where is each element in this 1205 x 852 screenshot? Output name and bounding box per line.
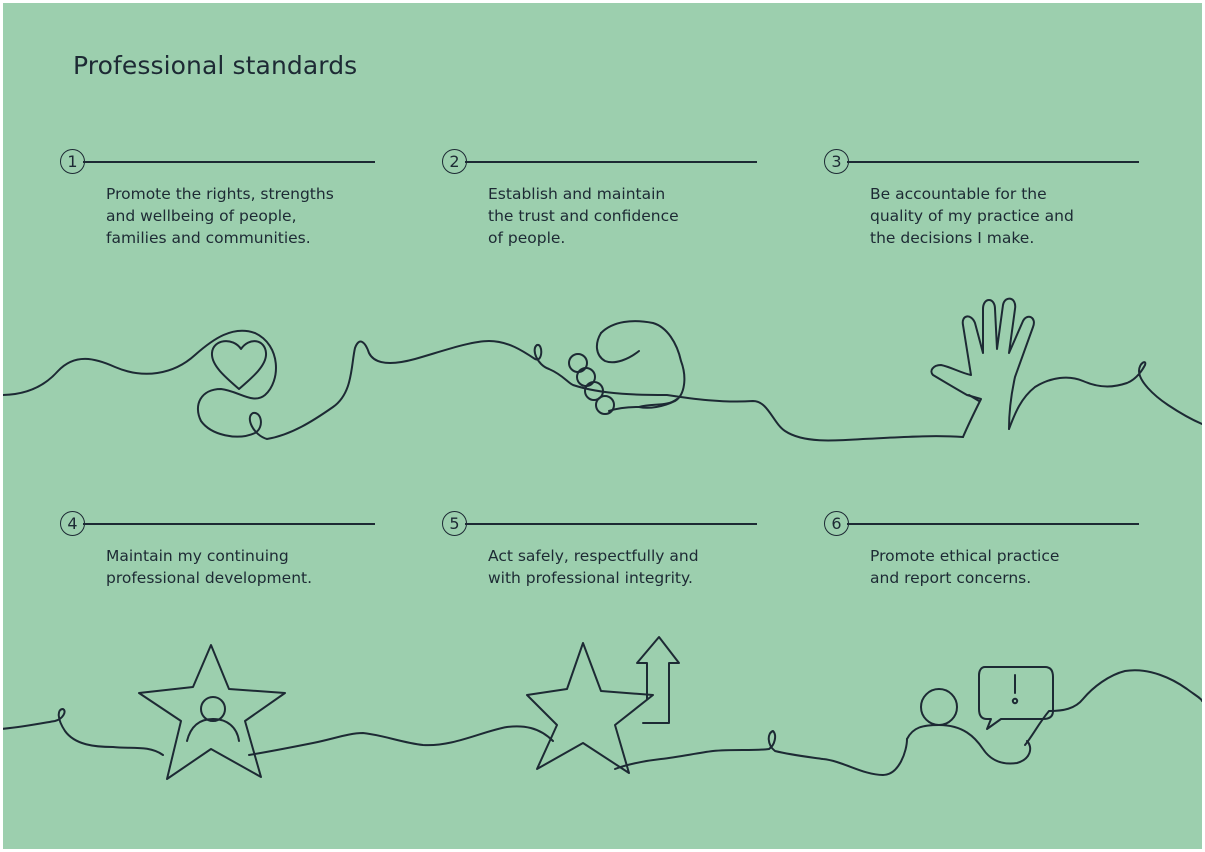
person-alert-speech-icon	[906, 666, 1054, 765]
standard-1: 1 Promote the rights, strengths and well…	[60, 149, 380, 259]
divider-line	[847, 523, 1139, 525]
divider-line	[465, 523, 757, 525]
divider-line	[83, 161, 375, 163]
standard-3: 3 Be accountable for the quality of my p…	[824, 149, 1144, 259]
standard-4-text: Maintain my continuing professional deve…	[106, 547, 313, 587]
professional-standards-poster: Professional standards 1 Promote the rig…	[3, 3, 1202, 849]
standard-6: 6 Promote ethical practice and report co…	[824, 511, 1144, 621]
heart-icon	[210, 340, 268, 390]
star-person-icon	[138, 644, 286, 780]
divider-line	[847, 161, 1139, 163]
star-arrow-icon	[526, 636, 680, 774]
bottom-wave-line	[3, 669, 1202, 776]
standard-2-text: Establish and maintain the trust and con…	[488, 185, 679, 247]
line-art-illustration	[3, 297, 1202, 780]
divider-line	[465, 161, 757, 163]
page-title: Professional standards	[73, 51, 358, 80]
standard-1-text: Promote the rights, strengths and wellbe…	[106, 185, 334, 247]
standard-5-text: Act safely, respectfully and with profes…	[488, 547, 699, 587]
divider-line	[83, 523, 375, 525]
top-wave-line	[3, 329, 1202, 442]
standard-2: 2 Establish and maintain the trust and c…	[442, 149, 762, 259]
standard-6-text: Promote ethical practice and report conc…	[870, 547, 1060, 587]
raised-hand-icon	[930, 297, 1035, 438]
standard-5: 5 Act safely, respectfully and with prof…	[442, 511, 762, 621]
handshake-icon	[568, 320, 686, 415]
standard-3-text: Be accountable for the quality of my pra…	[870, 185, 1074, 247]
standard-4: 4 Maintain my continuing professional de…	[60, 511, 380, 621]
